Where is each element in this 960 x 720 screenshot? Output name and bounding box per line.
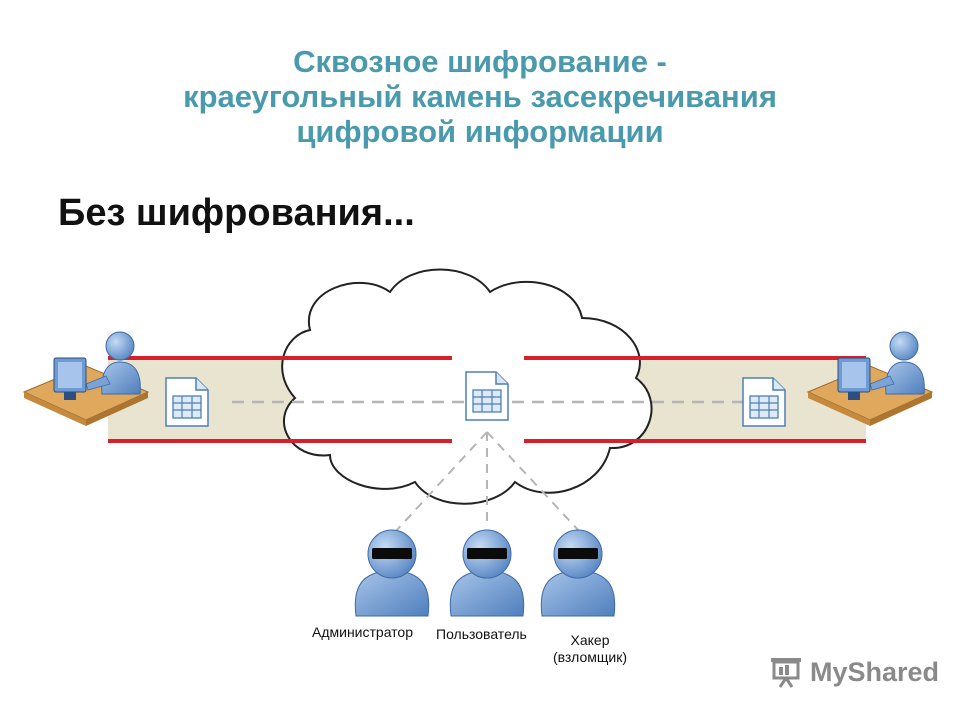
document-icon-center xyxy=(465,371,509,421)
watermark: MyShared xyxy=(768,656,939,688)
title-line-2: краеугольный камень засекречивания xyxy=(183,79,777,114)
slide-title: Сквозное шифрование - краеугольный камен… xyxy=(110,44,850,149)
observer-icon-admin xyxy=(354,529,430,617)
watermark-text: MyShared xyxy=(810,656,940,687)
observer-icon-user xyxy=(449,529,525,617)
title-line-1: Сквозное шифрование - xyxy=(293,44,667,79)
label-user: Пользователь xyxy=(436,626,527,642)
interception-lines xyxy=(394,431,581,533)
document-icon-left xyxy=(165,377,209,427)
presentation-icon xyxy=(771,658,801,688)
document-icon-right xyxy=(742,377,786,427)
channel-borders xyxy=(108,356,866,443)
label-hacker-line-1: Хакер xyxy=(570,632,610,648)
observer-icon-hacker xyxy=(540,529,616,617)
label-hacker-line-2: (взломщик) xyxy=(552,649,628,665)
label-hacker: Хакер (взломщик) xyxy=(545,632,635,666)
label-admin: Администратор xyxy=(312,624,414,640)
slide-subtitle: Без шифрования... xyxy=(58,192,415,234)
title-line-3: цифровой информации xyxy=(296,114,664,149)
